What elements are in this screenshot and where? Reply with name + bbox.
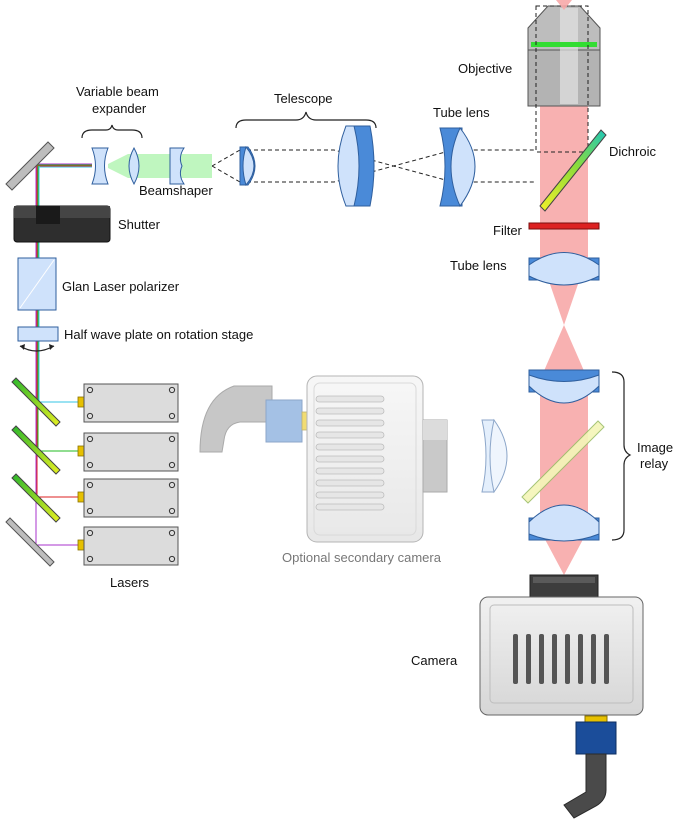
image-relay: Image relay: [521, 369, 673, 542]
filter-label: Filter: [493, 223, 523, 238]
variable-beam-expander-label-2: expander: [92, 101, 147, 116]
beamshaper-label: Beamshaper: [139, 183, 213, 198]
variable-beam-expander-label-1: Variable beam: [76, 84, 159, 99]
tube-lens-top: Tube lens: [433, 105, 490, 207]
image-relay-bracket: [611, 371, 632, 541]
glan-laser-polarizer: Glan Laser polarizer: [17, 257, 180, 311]
laser-4: [77, 526, 179, 566]
laser-2: [77, 432, 179, 472]
laser-1: [77, 383, 179, 423]
lasers-label: Lasers: [110, 575, 150, 590]
laser-3: [77, 478, 179, 518]
objective: Objective: [458, 0, 601, 153]
dichroic-label: Dichroic: [609, 144, 656, 159]
camera-cable: [563, 753, 607, 819]
secondary-camera-vents: [315, 395, 385, 511]
tube-lens-bottom-label: Tube lens: [450, 258, 507, 273]
camera-label: Camera: [411, 653, 458, 668]
image-relay-label-1: Image: [637, 440, 673, 455]
relay-lens-top: [528, 369, 600, 404]
expander-lens-2: [128, 146, 140, 186]
filter: Filter: [493, 222, 600, 238]
relay-lens-bottom: [528, 504, 600, 542]
main-camera: Camera: [411, 574, 644, 819]
half-wave-plate-label: Half wave plate on rotation stage: [64, 327, 253, 342]
laser-mirrors: [5, 377, 61, 567]
camera-vents: [513, 634, 609, 684]
optional-secondary-camera: [199, 375, 508, 543]
image-relay-label-2: relay: [640, 456, 669, 471]
glan-laser-polarizer-label: Glan Laser polarizer: [62, 279, 180, 294]
relay-mirror: [521, 420, 605, 504]
tube-lens-top-label: Tube lens: [433, 105, 490, 120]
secondary-camera-cable: [199, 385, 273, 453]
expander-lens-1: [91, 147, 109, 185]
shutter: Shutter: [13, 205, 161, 243]
fold-mirror: [5, 141, 55, 191]
lasers: Lasers: [77, 383, 179, 590]
beamshaper: Beamshaper: [139, 147, 213, 198]
objective-label: Objective: [458, 61, 512, 76]
dichroic: Dichroic: [539, 129, 656, 212]
telescope: Telescope: [235, 91, 377, 207]
telescope-label: Telescope: [274, 91, 333, 106]
variable-beam-expander: Variable beam expander: [76, 84, 159, 186]
half-wave-plate: Half wave plate on rotation stage: [17, 326, 253, 352]
optional-secondary-camera-label: Optional secondary camera: [282, 550, 442, 565]
detection-beam: [540, 100, 588, 575]
tube-lens-bottom: Tube lens: [450, 252, 600, 286]
shutter-label: Shutter: [118, 217, 161, 232]
